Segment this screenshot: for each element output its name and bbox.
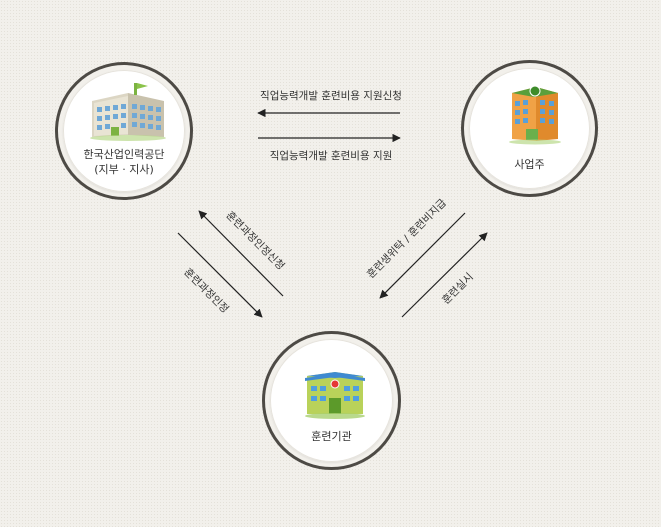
node-employer-label: 사업주: [514, 158, 545, 171]
node-hrd-line1: 한국산업인력공단: [83, 148, 165, 161]
arrow-course-apply: [198, 210, 284, 297]
company-building-icon: [509, 85, 561, 145]
node-training-institution: 훈련기관: [262, 331, 401, 470]
school-building-icon: [305, 372, 365, 419]
label-training: 훈련실시: [439, 270, 476, 307]
arrow-consign-pay: [379, 212, 466, 299]
label-course-approve: 훈련과정인정: [181, 265, 231, 315]
label-course-apply: 훈련과정인정신청: [224, 209, 288, 273]
node-employer: 사업주: [461, 60, 598, 197]
node-institution-label: 훈련기관: [311, 430, 352, 443]
label-consign-pay: 훈련생위탁 / 훈련비지급: [364, 196, 449, 281]
node-hrd-line2: (지부 · 지사): [94, 163, 154, 176]
node-hrd-label: 한국산업인력공단 (지부 · 지사): [58, 147, 190, 177]
label-apply-cost: 직업능력개발 훈련비용 지원신청: [260, 89, 402, 102]
node-hrd-korea: 한국산업인력공단 (지부 · 지사): [55, 62, 193, 200]
arrow-course-approve: [177, 232, 263, 318]
arrow-training: [401, 232, 488, 318]
label-support-cost: 직업능력개발 훈련비용 지원: [270, 149, 393, 162]
office-building-icon: [90, 83, 166, 141]
